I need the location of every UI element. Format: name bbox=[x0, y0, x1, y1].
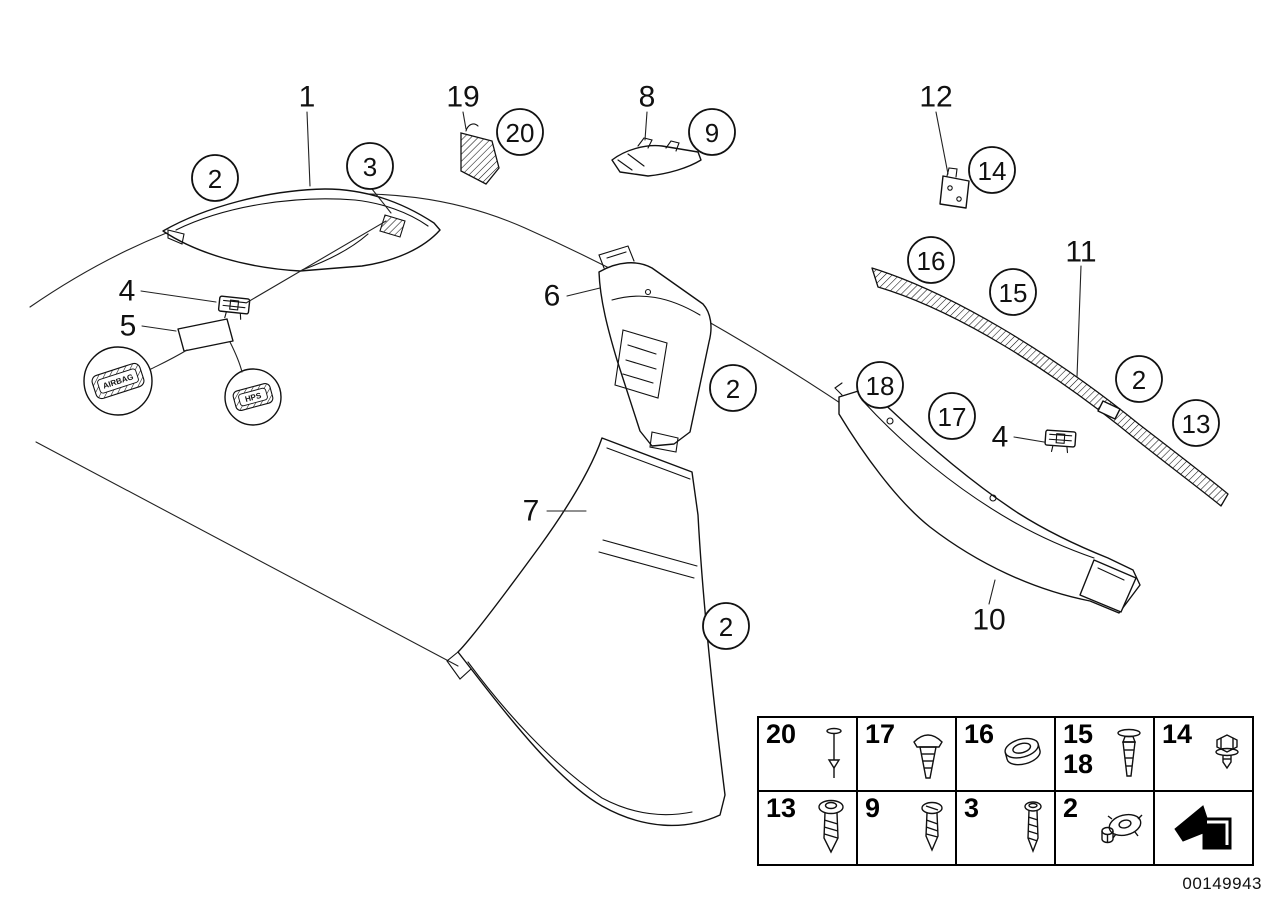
part-4-clip-left bbox=[217, 295, 251, 321]
grommet-icon bbox=[1004, 737, 1041, 766]
part-5-cover bbox=[177, 318, 234, 352]
legend-number: 3 bbox=[964, 793, 980, 823]
continuation-arrow-icon bbox=[1173, 805, 1231, 850]
callout-circle-20[interactable] bbox=[496, 108, 544, 156]
callout-circle-14[interactable] bbox=[968, 146, 1016, 194]
legend-cell-3[interactable]: 3 bbox=[955, 790, 1056, 866]
part-1-a-pillar-trim bbox=[162, 188, 441, 272]
legend-number: 20 bbox=[766, 719, 797, 749]
callout-number: 15 bbox=[999, 278, 1028, 308]
expanding-rivet-icon bbox=[913, 734, 943, 779]
document-number: 00149943 bbox=[1182, 874, 1262, 893]
screw-icon bbox=[921, 801, 943, 852]
legend-cell-16[interactable]: 16 bbox=[955, 716, 1056, 792]
fastener-legend-table: 20 17 16 bbox=[757, 716, 1254, 866]
pan-head-screw-icon bbox=[818, 799, 844, 854]
callout-circle-2d[interactable] bbox=[1115, 355, 1163, 403]
circled-callouts: 2 3 20 9 14 16 15 2 2 18 17 2 13 bbox=[191, 108, 1220, 650]
callout-circle-18[interactable] bbox=[856, 361, 904, 409]
part-7-b-pillar-lower-trim bbox=[446, 437, 726, 827]
callout-circle-2b[interactable] bbox=[709, 364, 757, 412]
push-rivet-icon bbox=[1117, 728, 1141, 777]
plain-callouts: 1 19 8 12 4 5 6 7 11 4 10 bbox=[119, 81, 1097, 637]
callout-4-left[interactable]: 4 bbox=[119, 275, 136, 308]
expanding-nut-icon bbox=[1101, 813, 1143, 844]
callout-number: 14 bbox=[978, 156, 1007, 186]
callout-7[interactable]: 7 bbox=[523, 495, 540, 528]
callout-circle-2c[interactable] bbox=[702, 602, 750, 650]
pin-rivet-icon bbox=[826, 727, 842, 778]
callout-number: 16 bbox=[917, 246, 946, 276]
part-19-bracket bbox=[460, 123, 500, 185]
callout-1[interactable]: 1 bbox=[299, 81, 316, 114]
callout-circle-15[interactable] bbox=[989, 268, 1037, 316]
legend-number: 9 bbox=[865, 793, 881, 823]
part-6-b-pillar-upper-trim bbox=[598, 245, 712, 453]
legend-number: 16 bbox=[964, 719, 995, 749]
callout-number: 17 bbox=[938, 402, 967, 432]
legend-number: 13 bbox=[766, 793, 797, 823]
legend-number: 17 bbox=[865, 719, 896, 749]
legend-cell-9[interactable]: 9 bbox=[856, 790, 957, 866]
callout-circle-9[interactable] bbox=[688, 108, 736, 156]
part-4-clip-right bbox=[1043, 429, 1077, 454]
callout-number: 9 bbox=[705, 118, 719, 148]
callout-10[interactable]: 10 bbox=[972, 604, 1005, 637]
hps-emblem: HPS bbox=[224, 368, 282, 426]
part-11-c-pillar-trim bbox=[871, 267, 1229, 507]
legend-cell-17[interactable]: 17 bbox=[856, 716, 957, 792]
airbag-emblem: AIRBAG bbox=[83, 346, 153, 416]
callout-number: 18 bbox=[866, 371, 895, 401]
callout-number: 20 bbox=[506, 118, 535, 148]
legend-number: 14 bbox=[1162, 719, 1193, 749]
callout-4-right[interactable]: 4 bbox=[992, 421, 1009, 454]
legend-cell-continuation[interactable] bbox=[1153, 790, 1254, 866]
legend-cell-13[interactable]: 13 bbox=[757, 790, 858, 866]
hps-label: HPS bbox=[244, 391, 263, 404]
tapping-screw-icon bbox=[1024, 801, 1042, 853]
part-8-bracket bbox=[611, 137, 702, 177]
callout-8[interactable]: 8 bbox=[639, 81, 656, 114]
part-10-c-pillar-lower-trim bbox=[834, 382, 1141, 614]
callout-6[interactable]: 6 bbox=[544, 280, 561, 313]
legend-cell-2[interactable]: 2 bbox=[1054, 790, 1155, 866]
callout-number: 3 bbox=[363, 152, 377, 182]
legend-cell-20[interactable]: 20 bbox=[757, 716, 858, 792]
callout-12[interactable]: 12 bbox=[919, 81, 952, 114]
leader-lines bbox=[140, 111, 1082, 605]
part-12-bracket bbox=[939, 167, 970, 209]
callout-circle-17[interactable] bbox=[928, 392, 976, 440]
legend-number: 2 bbox=[1063, 793, 1079, 823]
callout-circle-13[interactable] bbox=[1172, 399, 1220, 447]
callout-circle-2a[interactable] bbox=[191, 154, 239, 202]
legend-cell-14[interactable]: 14 bbox=[1153, 716, 1254, 792]
callout-circle-3[interactable] bbox=[346, 142, 394, 190]
callout-19[interactable]: 19 bbox=[446, 81, 479, 114]
callout-number: 2 bbox=[208, 164, 222, 194]
callout-11[interactable]: 11 bbox=[1065, 236, 1096, 269]
callout-number: 13 bbox=[1182, 409, 1211, 439]
callout-number: 2 bbox=[719, 612, 733, 642]
callout-circle-16[interactable] bbox=[907, 236, 955, 284]
callout-number: 2 bbox=[1132, 365, 1146, 395]
callout-number: 2 bbox=[726, 374, 740, 404]
hex-screw-icon bbox=[1215, 734, 1239, 770]
callout-5[interactable]: 5 bbox=[120, 310, 137, 343]
